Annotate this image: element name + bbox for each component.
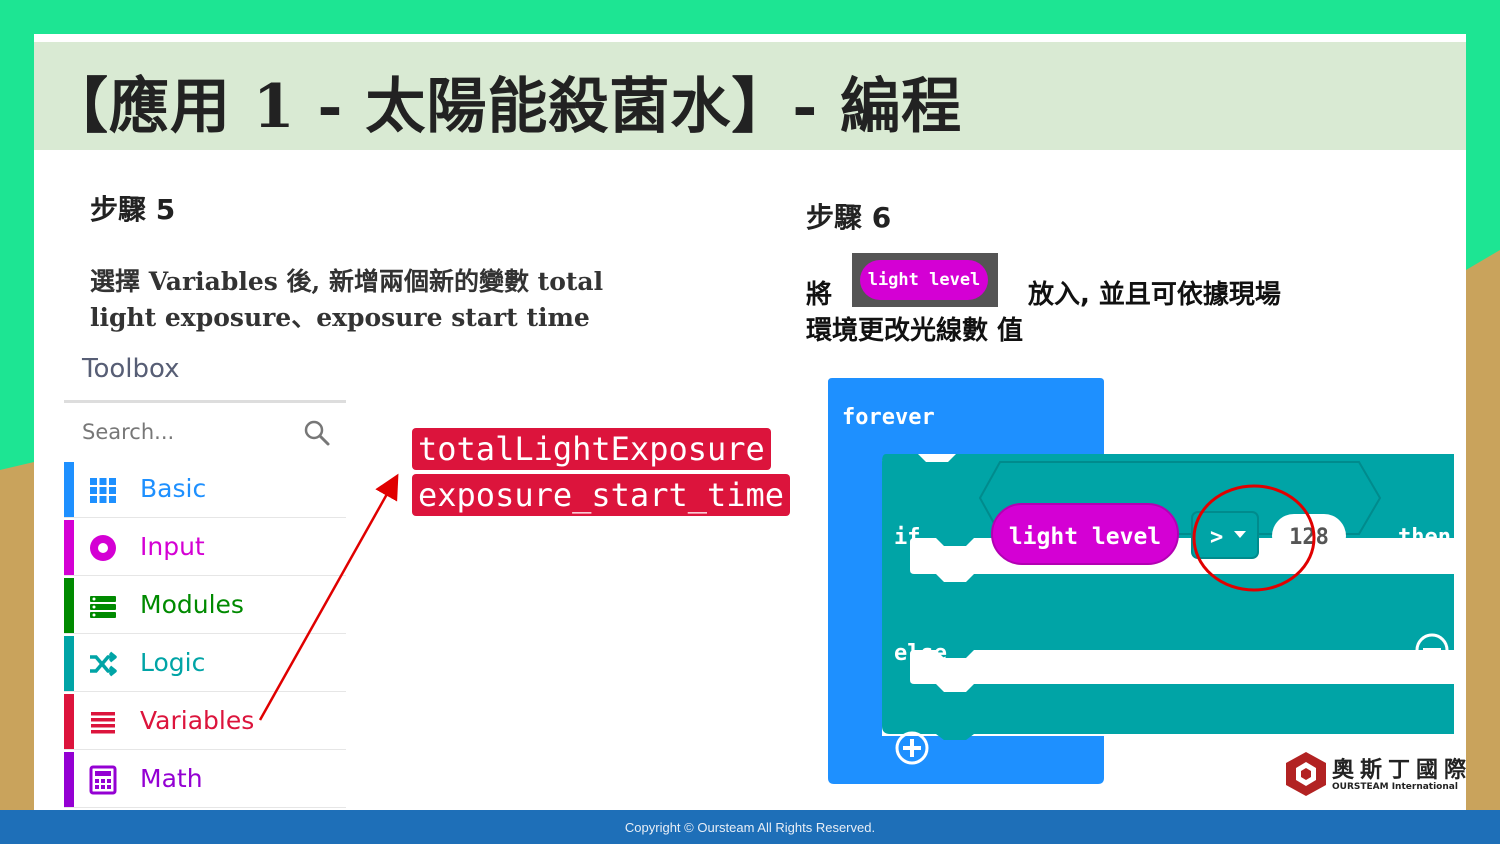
- light-level-label: light level: [1009, 524, 1161, 550]
- light-level-reporter: [991, 503, 1179, 565]
- radio-dot-icon: [90, 535, 116, 561]
- highlight-circle: [1192, 484, 1316, 592]
- toolbox-item-label: Input: [140, 532, 205, 561]
- shuffle-icon: [90, 651, 117, 677]
- forever-label: forever: [842, 405, 935, 430]
- toolbox-item-variables[interactable]: Variables: [64, 694, 346, 750]
- calculator-icon: [89, 765, 117, 795]
- page-title: 【應用 1 - 太陽能殺菌水】- 編程: [48, 72, 963, 142]
- step6-line1-prefix: 將: [806, 280, 833, 310]
- grid-icon: [90, 478, 116, 503]
- toolbox-search[interactable]: Search...: [64, 406, 346, 460]
- code-blocks: forever if light level > 128 then else: [828, 378, 1454, 784]
- forever-block: [828, 378, 1104, 784]
- toolbox-item-label: Logic: [140, 648, 206, 677]
- toolbox-item-label: Modules: [140, 590, 244, 619]
- if-else-block: if light level > 128 then else: [882, 454, 1454, 765]
- stack-icon: [90, 596, 116, 618]
- logo-name-cn: 奧斯丁國際: [1332, 758, 1466, 783]
- then-label: then: [1398, 525, 1451, 550]
- footer: Copyright © Oursteam All Rights Reserved…: [0, 810, 1500, 844]
- category-color-bar: [64, 752, 74, 807]
- toolbox-item-modules[interactable]: Modules: [64, 578, 346, 634]
- step6-heading: 步驟 6: [806, 201, 892, 234]
- step6-line1-suffix: 放入, 並且可依據現場: [1028, 280, 1281, 310]
- if-label: if: [894, 525, 921, 550]
- step5-heading: 步驟 5: [90, 193, 176, 226]
- add-branch-icon: [895, 731, 929, 765]
- toolbox-item-logic[interactable]: Logic: [64, 636, 346, 692]
- threshold-value: 128: [1289, 525, 1329, 550]
- toolbox-item-label: Math: [140, 764, 203, 793]
- category-color-bar: [64, 636, 74, 691]
- list-icon: [91, 712, 115, 734]
- category-color-bar: [64, 694, 74, 749]
- variable-block[interactable]: exposure_start_time: [412, 474, 791, 516]
- company-logo: 奧斯丁國際 OURSTEAM International: [1284, 750, 1466, 800]
- category-color-bar: [64, 578, 74, 633]
- toolbox-item-label: Variables: [140, 706, 255, 735]
- step5-desc-line2: light exposure、exposure start time: [90, 303, 590, 332]
- else-label: else: [894, 641, 947, 666]
- logo-cube-icon: [1286, 752, 1326, 796]
- toolbox-divider: [64, 400, 346, 403]
- remove-else-icon: [1415, 633, 1449, 667]
- search-input[interactable]: Search...: [82, 420, 175, 444]
- toolbox-item-math[interactable]: Math: [64, 752, 346, 808]
- chevron-down-icon: [1234, 531, 1246, 538]
- category-color-bar: [64, 520, 74, 575]
- light-level-pill: light level: [860, 260, 988, 300]
- copyright-text: Copyright © Oursteam All Rights Reserved…: [624, 820, 876, 835]
- toolbox-item-input[interactable]: Input: [64, 520, 346, 576]
- threshold-input: [1272, 514, 1346, 558]
- variable-block[interactable]: totalLightExposure: [412, 428, 771, 470]
- search-icon[interactable]: [302, 418, 332, 448]
- operator-dropdown: [1191, 511, 1259, 559]
- step6-line2: 環境更改光線數 值: [806, 316, 1024, 346]
- step5-desc-line1: 選擇 Variables 後, 新增兩個新的變數 total: [90, 267, 604, 296]
- toolbox-title: Toolbox: [82, 354, 180, 384]
- operator-label: >: [1210, 525, 1223, 550]
- toolbox-item-basic[interactable]: Basic: [64, 462, 346, 518]
- light-level-pill-image: light level: [852, 253, 998, 307]
- category-color-bar: [64, 462, 74, 517]
- logo-name-en: OURSTEAM International: [1332, 782, 1458, 792]
- toolbox-item-label: Basic: [140, 474, 207, 503]
- slide: 【應用 1 - 太陽能殺菌水】- 編程 步驟 5 選擇 Variables 後,…: [34, 34, 1466, 810]
- title-bar: 【應用 1 - 太陽能殺菌水】- 編程: [34, 42, 1466, 150]
